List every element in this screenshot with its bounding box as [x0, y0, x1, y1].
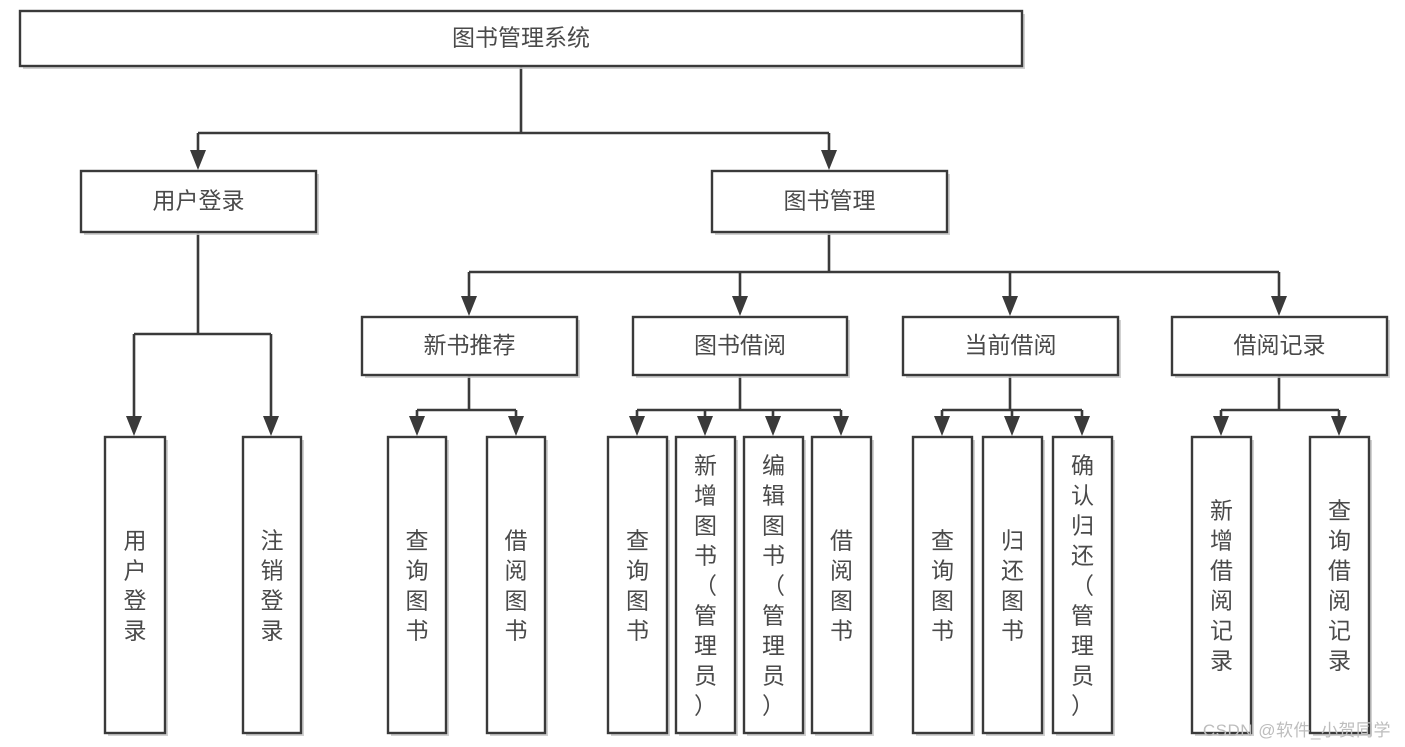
node-label: 当前借阅	[965, 332, 1057, 358]
node-label: 图书管理系统	[452, 25, 590, 51]
node-rect[interactable]	[901, 315, 1120, 377]
node-leaf-current-confirm[interactable]: 确认归还（管理员）	[1051, 435, 1115, 736]
node-label: 借阅图书	[830, 527, 853, 643]
node-rect[interactable]	[911, 435, 974, 735]
node-label: 用户登录	[124, 527, 147, 643]
node-layer: 图书管理系统用户登录图书管理新书推荐图书借阅当前借阅借阅记录用户登录注销登录查询…	[18, 9, 1390, 736]
node-leaf-borrow-edit[interactable]: 编辑图书（管理员）	[742, 435, 806, 736]
node-label: 查询图书	[931, 527, 954, 643]
node-label: 编辑图书（管理员）	[762, 452, 785, 718]
arrow-head-icon	[126, 416, 142, 436]
node-label: 查询图书	[626, 527, 649, 643]
node-user-login[interactable]: 用户登录	[79, 169, 319, 235]
arrow-head-icon	[765, 416, 781, 436]
node-label: 新书推荐	[424, 332, 516, 358]
node-book-borrow[interactable]: 图书借阅	[631, 315, 850, 378]
node-rect[interactable]	[485, 435, 547, 735]
arrow-head-icon	[1271, 296, 1287, 316]
node-current-borrow[interactable]: 当前借阅	[901, 315, 1121, 378]
node-label: 确认归还（管理员）	[1071, 452, 1094, 718]
node-leaf-user-logout[interactable]: 注销登录	[241, 435, 304, 736]
node-leaf-recommend-borrow[interactable]: 借阅图书	[485, 435, 548, 736]
node-new-book-recommend[interactable]: 新书推荐	[360, 315, 580, 378]
node-rect[interactable]	[710, 169, 949, 234]
node-leaf-borrow-add[interactable]: 新增图书（管理员）	[674, 435, 738, 736]
node-label: 新增图书（管理员）	[694, 452, 717, 718]
node-rect[interactable]	[360, 315, 579, 377]
arrow-head-icon	[409, 416, 425, 436]
node-rect[interactable]	[79, 169, 318, 234]
node-label: 注销登录	[261, 527, 284, 643]
node-rect[interactable]	[386, 435, 448, 735]
node-rect[interactable]	[742, 435, 805, 735]
node-label: 图书借阅	[694, 332, 786, 358]
arrow-head-icon	[1004, 416, 1020, 436]
arrow-head-icon	[629, 416, 645, 436]
node-leaf-borrow-lend[interactable]: 借阅图书	[810, 435, 874, 736]
node-label: 借阅图书	[505, 527, 528, 643]
node-leaf-record-query[interactable]: 查询借阅记录	[1308, 435, 1372, 736]
node-rect[interactable]	[674, 435, 737, 735]
arrow-head-icon	[263, 416, 279, 436]
node-label: 查询图书	[406, 527, 429, 643]
node-rect[interactable]	[981, 435, 1044, 735]
node-rect[interactable]	[631, 315, 849, 377]
node-leaf-record-add[interactable]: 新增借阅记录	[1190, 435, 1254, 736]
node-label: 新增借阅记录	[1210, 497, 1233, 673]
watermark: CSDN @软件_小贺同学	[1202, 721, 1391, 740]
node-book-manage[interactable]: 图书管理	[710, 169, 950, 235]
node-rect[interactable]	[1170, 315, 1389, 377]
node-rect[interactable]	[1051, 435, 1114, 735]
node-rect[interactable]	[103, 435, 167, 735]
arrow-head-icon	[461, 296, 477, 316]
arrow-head-icon	[934, 416, 950, 436]
node-rect[interactable]	[241, 435, 303, 735]
node-leaf-current-query[interactable]: 查询图书	[911, 435, 975, 736]
node-root-title[interactable]: 图书管理系统	[18, 9, 1025, 69]
node-label: 图书管理	[784, 188, 876, 214]
arrow-head-icon	[1213, 416, 1229, 436]
node-rect[interactable]	[1190, 435, 1253, 735]
node-label: 归还图书	[1001, 527, 1024, 643]
node-rect[interactable]	[18, 9, 1024, 68]
arrow-head-icon	[833, 416, 849, 436]
node-rect[interactable]	[810, 435, 873, 735]
arrow-head-icon	[508, 416, 524, 436]
arrow-head-icon	[732, 296, 748, 316]
arrow-head-icon	[1331, 416, 1347, 436]
arrow-head-icon	[1002, 296, 1018, 316]
node-leaf-current-return[interactable]: 归还图书	[981, 435, 1045, 736]
node-label: 用户登录	[153, 188, 245, 214]
node-leaf-borrow-query[interactable]: 查询图书	[606, 435, 670, 736]
node-borrow-record[interactable]: 借阅记录	[1170, 315, 1390, 378]
node-label: 查询借阅记录	[1328, 497, 1351, 673]
node-leaf-recommend-query[interactable]: 查询图书	[386, 435, 449, 736]
connector-layer	[126, 66, 1347, 436]
node-leaf-user-login[interactable]: 用户登录	[103, 435, 168, 736]
arrow-head-icon	[190, 150, 206, 170]
node-label: 借阅记录	[1234, 332, 1326, 358]
node-rect[interactable]	[1308, 435, 1371, 735]
node-rect[interactable]	[606, 435, 669, 735]
arrow-head-icon	[821, 150, 837, 170]
arrow-head-icon	[1074, 416, 1090, 436]
arrow-head-icon	[697, 416, 713, 436]
